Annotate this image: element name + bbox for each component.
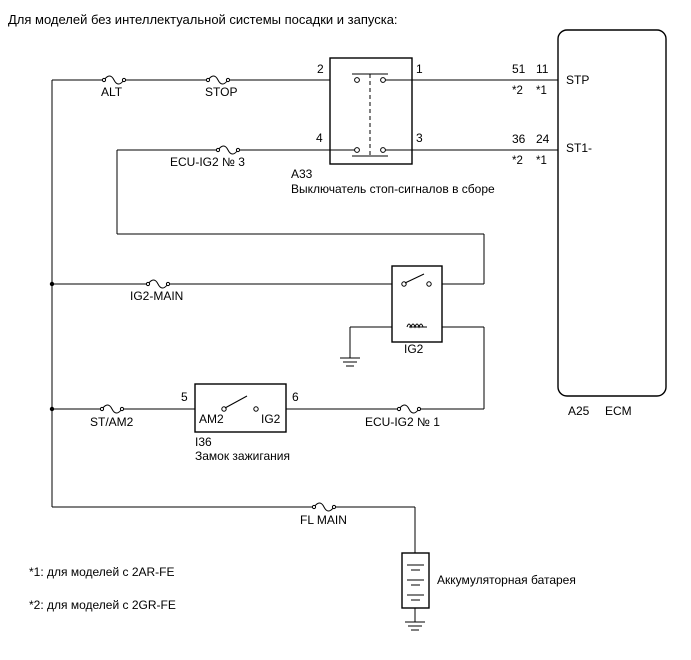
ignition-name: Замок зажигания (195, 449, 290, 463)
note-2: *2: для моделей с 2GR-FE (29, 598, 176, 612)
stop-light-switch (329, 57, 413, 165)
fuse-ig2-main-label: IG2-MAIN (130, 289, 183, 303)
ecm-stp-note-1: *1 (536, 85, 547, 97)
ignition-pin-5: 5 (181, 390, 188, 404)
ecm-stp-label: STP (566, 73, 589, 87)
wire-ecu-ig2-3 (116, 149, 485, 285)
ecm-stp-note-2: *2 (512, 85, 523, 97)
stop-switch-pin-3: 3 (416, 131, 423, 145)
stop-switch-pin-1: 1 (416, 62, 423, 76)
ecm-stp-pin-11: 11 (536, 62, 549, 76)
fuse-ecu-ig2-1-icon (396, 404, 422, 414)
fuse-ecu-ig2-1-label: ECU-IG2 № 1 (365, 415, 440, 429)
ignition-am2-label: AM2 (199, 412, 224, 426)
battery-name: Аккумуляторная батарея (437, 573, 576, 587)
stop-switch-pin-4: 4 (316, 131, 323, 145)
fuse-st-am2-label: ST/AM2 (90, 415, 134, 429)
fuse-ecu-ig2-3-icon (215, 145, 241, 155)
fuse-fl-main-icon (311, 502, 337, 512)
ecm-st1-pin-24: 24 (536, 132, 550, 146)
ecm-stp-pin-51: 51 (512, 62, 526, 76)
fuse-ecu-ig2-3-label: ECU-IG2 № 3 (170, 155, 245, 169)
ecm-st1-note-1: *1 (536, 155, 547, 167)
diagram-header: Для моделей без интеллектуальной системы… (8, 12, 398, 27)
note-1: *1: для моделей с 2AR-FE (29, 565, 175, 579)
fuse-stop-label: STOP (205, 85, 237, 99)
fuse-alt-icon (101, 75, 127, 85)
ignition-code: I36 (195, 435, 212, 449)
fuse-st-am2-icon (99, 404, 125, 414)
fuse-ig2-main-icon (145, 279, 171, 289)
ecm-st1-label: ST1- (566, 141, 592, 155)
main-bus (49, 80, 55, 507)
ecm-st1-note-2: *2 (512, 155, 523, 167)
ground-battery-icon (405, 621, 425, 631)
ignition-switch (194, 383, 429, 433)
wire-fl-main (52, 506, 416, 553)
ignition-pin-6: 6 (292, 390, 299, 404)
ground-relay-icon (340, 357, 360, 367)
stop-switch-pin-2: 2 (317, 62, 324, 76)
battery-icon (401, 552, 430, 622)
stop-switch-name: Выключатель стоп-сигналов в сборе (291, 182, 495, 196)
ig2-relay (391, 265, 443, 343)
ecm-block (557, 29, 667, 397)
wire-relay-coil (349, 326, 485, 410)
fuse-alt-label: ALT (101, 85, 123, 99)
fuse-fl-main-label: FL MAIN (300, 513, 347, 527)
ignition-ig2-label: IG2 (261, 412, 281, 426)
ecm-st1-pin-36: 36 (512, 132, 526, 146)
stop-switch-code: A33 (291, 167, 313, 181)
ecm-name: ECM (605, 404, 632, 418)
ecm-code: A25 (568, 404, 590, 418)
fuse-stop-icon (205, 75, 231, 85)
ig2-relay-label: IG2 (404, 342, 424, 356)
